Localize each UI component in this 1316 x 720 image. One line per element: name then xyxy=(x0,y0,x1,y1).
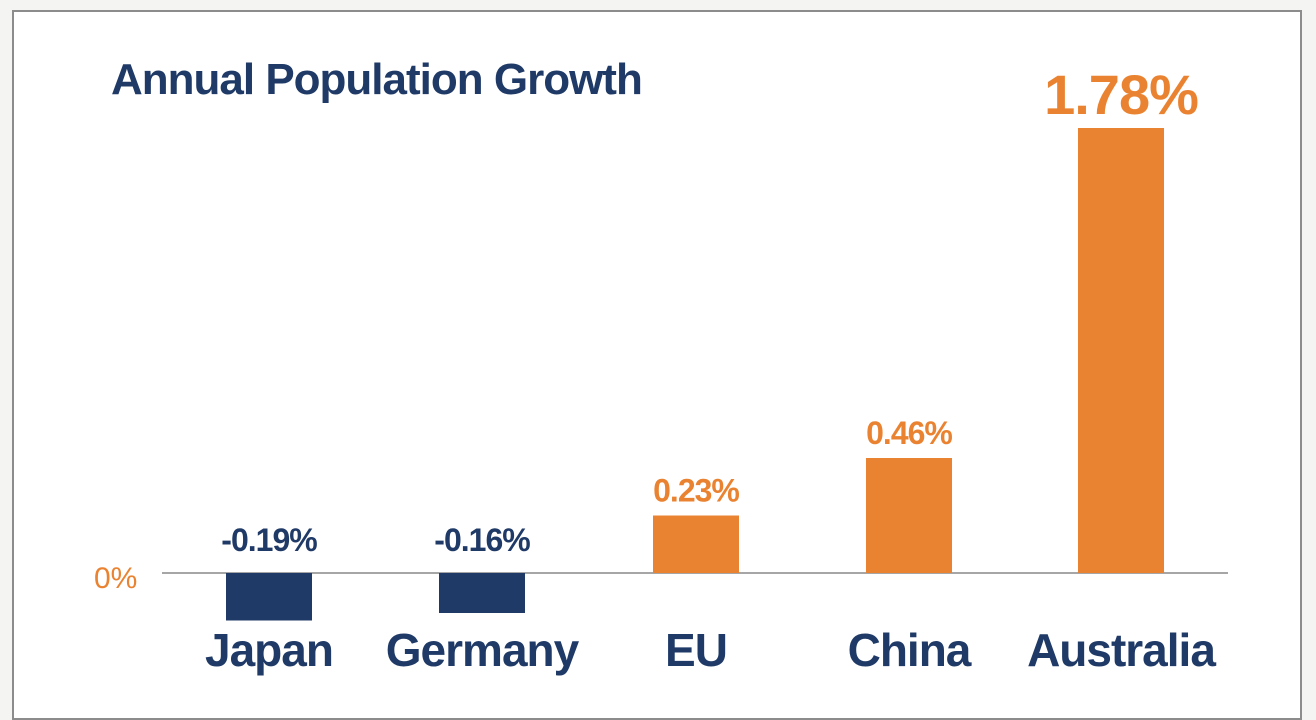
value-label-china: 0.46% xyxy=(866,415,952,451)
value-label-germany: -0.16% xyxy=(434,522,530,558)
value-label-japan: -0.19% xyxy=(221,522,317,558)
bar-eu xyxy=(653,515,739,573)
category-label-germany: Germany xyxy=(386,624,580,676)
bar-japan xyxy=(226,573,312,621)
chart-title: Annual Population Growth xyxy=(111,55,642,104)
value-label-australia: 1.78% xyxy=(1044,63,1198,126)
zero-axis-label: 0% xyxy=(94,562,137,595)
category-label-china: China xyxy=(848,624,972,676)
category-label-japan: Japan xyxy=(205,624,333,676)
value-label-eu: 0.23% xyxy=(653,473,739,509)
category-label-australia: Australia xyxy=(1027,624,1216,676)
chart-frame: Annual Population Growth 0% -0.19%Japan-… xyxy=(12,10,1302,720)
bar-china xyxy=(866,458,952,573)
bar-group: -0.19% Japan -0.16% Germany 0.23% EU 0.46% Chin… xyxy=(205,63,1217,676)
category-label-eu: EU xyxy=(665,624,727,676)
bar-australia xyxy=(1078,128,1164,573)
bar-chart: Annual Population Growth 0% -0.19%Japan-… xyxy=(94,55,1228,676)
bar-germany xyxy=(439,573,525,613)
